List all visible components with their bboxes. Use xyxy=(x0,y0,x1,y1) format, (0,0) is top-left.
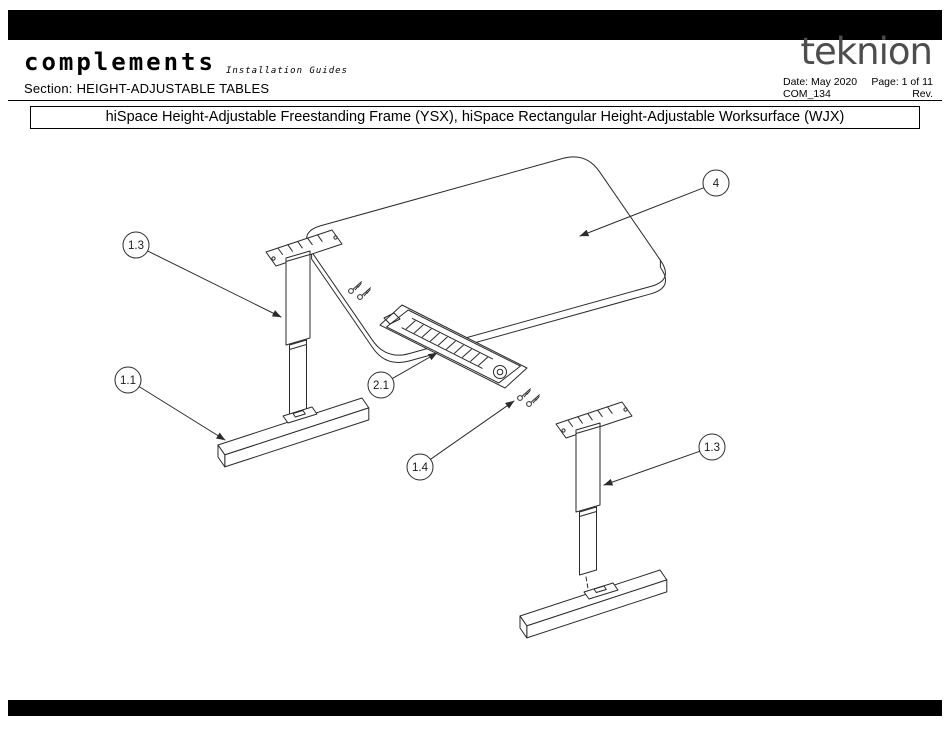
left-leg-assembly xyxy=(217,229,370,468)
fastener-screws-bottom xyxy=(517,388,540,407)
crossrail-rack-teeth xyxy=(405,320,488,366)
right-column-upper xyxy=(575,422,601,513)
callout-balloon-1-1 xyxy=(114,366,142,394)
brand-tagline: Installation Guides xyxy=(226,66,348,76)
callout-label-1-1: 1.1 xyxy=(120,375,136,387)
crossrail-motor xyxy=(493,365,507,379)
fastener-screws-top xyxy=(348,281,371,300)
callout-balloon-2-1 xyxy=(367,371,395,399)
callout-leaders xyxy=(138,187,705,486)
teknion-logo: teknion xyxy=(800,30,933,73)
callout-label-2-1: 2.1 xyxy=(373,380,389,392)
callout-label-1-3-left: 1.3 xyxy=(128,240,144,252)
crossrail-inner-outline xyxy=(386,309,521,384)
crossrail-outline xyxy=(379,304,528,389)
right-bracket-hole xyxy=(623,407,628,412)
right-column-lower xyxy=(579,506,597,576)
screw-shaft xyxy=(352,281,362,291)
bottom-border-bar xyxy=(8,700,942,716)
worksurface-drawing xyxy=(306,156,667,364)
callout-labels: 1.3 1.1 2.1 1.4 1.3 4 xyxy=(120,178,720,474)
right-top-bracket xyxy=(555,401,633,439)
screw-head xyxy=(517,395,523,401)
left-bracket-hole xyxy=(333,235,338,240)
left-column-upper-seam xyxy=(285,254,311,262)
screw-head xyxy=(348,288,354,294)
callout-balloon-1-3-left xyxy=(122,231,150,259)
screw-shaft xyxy=(361,287,371,297)
left-foot-mount-slot xyxy=(292,410,306,418)
screw-shaft xyxy=(530,394,540,404)
callout-balloon-4 xyxy=(702,169,730,197)
section-value: HEIGHT-ADJUSTABLE TABLES xyxy=(76,81,270,96)
callout-balloons xyxy=(114,169,730,481)
top-border-bar xyxy=(8,10,942,40)
worksurface-top xyxy=(306,156,666,356)
section-label: Section: xyxy=(24,81,73,96)
right-column-upper-seam xyxy=(575,426,601,434)
document-meta: Date: May 2020 Page: 1 of 11 COM_134 Rev… xyxy=(783,76,933,100)
header-rule xyxy=(8,100,942,101)
crossrail-end-bracket xyxy=(383,312,401,325)
callout-balloon-1-3-right xyxy=(698,433,726,461)
crossrail-motor-hub xyxy=(496,368,504,376)
leader-line-4 xyxy=(579,187,705,237)
leader-line-2-1 xyxy=(391,352,438,380)
right-bracket-slots xyxy=(567,406,613,427)
leader-line-1-3-left xyxy=(147,250,282,318)
left-column-upper xyxy=(285,250,311,346)
left-foot-endcap xyxy=(217,444,226,468)
rev-label: Rev. xyxy=(912,88,933,100)
screw-head xyxy=(526,401,532,407)
callout-label-4: 4 xyxy=(713,178,720,190)
callout-label-1-3-right: 1.3 xyxy=(704,442,720,454)
left-top-bracket xyxy=(265,229,343,267)
brand-wordmark: complements xyxy=(24,48,216,76)
page-number-text: Page: 1 of 11 xyxy=(871,76,933,88)
right-assembly-dashed-guide xyxy=(585,576,591,601)
right-column-lower-seam xyxy=(579,511,597,517)
left-foot-mount-plate xyxy=(282,406,318,424)
crossrail-spindle-rails xyxy=(401,317,494,369)
screw-shaft xyxy=(521,388,531,398)
crossrail-assembly-drawing xyxy=(379,304,528,389)
date-text: Date: May 2020 xyxy=(783,76,858,88)
left-bracket-slots xyxy=(277,234,323,255)
section-line: Section:HEIGHT-ADJUSTABLE TABLES xyxy=(24,81,269,96)
leader-line-1-4 xyxy=(430,400,515,460)
screw-head xyxy=(357,294,363,300)
callout-label-1-4: 1.4 xyxy=(412,462,429,474)
leader-line-1-3-right xyxy=(603,450,701,486)
left-bracket-hole xyxy=(271,256,276,261)
left-column-lower-seam xyxy=(289,344,307,350)
leader-line-1-1 xyxy=(138,386,226,441)
doc-code: COM_134 xyxy=(783,88,831,100)
right-foot-mount-slot xyxy=(593,585,607,593)
drawing-title-bar: hiSpace Height-Adjustable Freestanding F… xyxy=(30,106,920,129)
right-leg-assembly xyxy=(519,401,668,639)
worksurface-edge-thickness xyxy=(311,251,667,364)
right-foot-endcap xyxy=(519,615,528,639)
callout-balloon-1-4 xyxy=(406,453,434,481)
right-bracket-hole xyxy=(561,428,566,433)
